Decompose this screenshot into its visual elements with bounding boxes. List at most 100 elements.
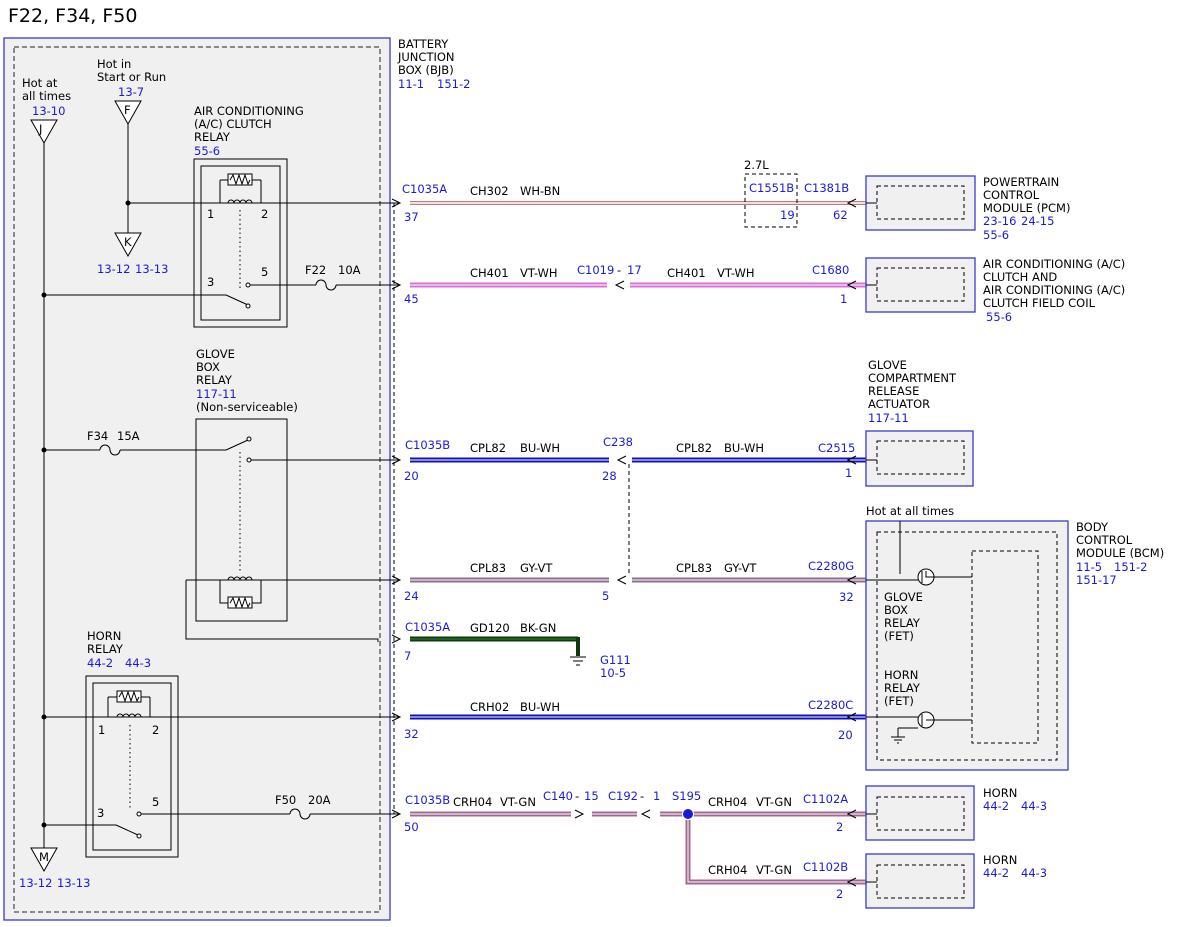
pcm-ref-2: 24-15 (1021, 214, 1054, 228)
wire1-conn-right: C1381B (804, 181, 849, 195)
wire3-inline-conn: C238 (603, 435, 633, 449)
arrow (616, 455, 627, 465)
bjb-ref-1: 11-1 (398, 77, 424, 91)
horn2-ref-2: 44-3 (1021, 866, 1047, 880)
ac-relay-pin5: 5 (261, 265, 268, 279)
arrow (391, 198, 402, 208)
ac-clutch-box (865, 257, 976, 313)
bcm-ground-icon (891, 728, 905, 744)
ac-relay-contact-5 (245, 282, 251, 288)
ac-relay-pin1: 1 (207, 207, 214, 221)
wire7-pin-right: 2 (836, 820, 843, 834)
wire4-color-a: GY-VT (520, 561, 553, 575)
pcm-ref-1: 23-16 (983, 214, 1016, 228)
wire6-color: BU-WH (520, 700, 560, 714)
junction-dot (41, 447, 47, 453)
pin-k-triangle (114, 232, 142, 258)
ac-relay-label-3: RELAY (194, 130, 231, 144)
arrow (614, 280, 625, 290)
wire7-dash-1: - (575, 789, 579, 803)
glove-relay-label-2: BOX (196, 360, 220, 374)
horn1-ref-2: 44-3 (1021, 799, 1047, 813)
wire2-color-a: VT-WH (520, 266, 558, 280)
arrow (391, 575, 402, 585)
horn-relay-label-1: HORN (87, 629, 121, 643)
fuse-f22-icon (315, 279, 337, 291)
wire2-dash: - (617, 263, 621, 277)
wire3-circuit-b: CPL82 (676, 441, 712, 455)
pcm-label-2: CONTROL (983, 188, 1040, 202)
wire1-pin-left: 37 (404, 210, 419, 224)
wire4-circuit-b: CPL83 (676, 561, 712, 575)
wire1-color: WH-BN (520, 184, 560, 198)
ac-relay-inner (200, 165, 281, 321)
horn-relay-contact-3 (136, 833, 142, 839)
wire4-pin-right: 32 (839, 590, 854, 604)
horn-relay-label-2: RELAY (87, 642, 124, 656)
engine-option-box (744, 173, 798, 228)
fuse-f34-icon (99, 444, 121, 456)
wire8-conn-right: C1102B (803, 860, 848, 874)
wire1-engine: 2.7L (744, 158, 769, 172)
fuse-f50-amp: 20A (308, 793, 331, 807)
wire3-conn-left: C1035B (405, 438, 450, 452)
hot-all-ref: 13-10 (32, 104, 65, 118)
arrow (846, 455, 857, 465)
glove-relay-contact-b (246, 457, 252, 463)
page-title: F22, F34, F50 (8, 5, 137, 27)
wire7-circuit-b: CRH04 (708, 795, 747, 809)
wire8-circuit: CRH04 (708, 863, 747, 877)
wire6-pin-right: 20 (838, 728, 853, 742)
wire4-inline-pin: 5 (602, 589, 609, 603)
pcm-label-1: POWERTRAIN (983, 175, 1059, 189)
wire5-conn-left: C1035A (405, 620, 450, 634)
wire5-pin-left: 7 (404, 649, 411, 663)
horn2-label: HORN (983, 853, 1017, 867)
glove-actuator-ref: 117-11 (868, 411, 909, 425)
bcm-glove-label-1: GLOVE (884, 590, 923, 604)
fuse-f50-icon (289, 808, 311, 820)
arrow (846, 575, 857, 585)
arrow (391, 712, 402, 722)
bcm-ref-1: 11-5 (1076, 560, 1102, 574)
wire3-pin-right: 1 (845, 466, 852, 480)
junction-dot (41, 292, 47, 298)
hot-all-label-2: all times (22, 89, 71, 103)
wire2-conn-right: C1680 (812, 263, 849, 277)
wire7-conn-left: C1035B (405, 793, 450, 807)
glove-relay-contact-a (246, 436, 252, 442)
glove-actuator-inner (876, 440, 965, 475)
ac-relay-contact-3 (245, 303, 251, 309)
arrow (846, 877, 857, 887)
arrow (391, 280, 402, 290)
ac-relay-resistor-leads (219, 179, 262, 203)
pin-f-label: F (124, 103, 131, 117)
fuse-f50-name: F50 (275, 793, 296, 807)
wire8-pin-right: 2 (836, 887, 843, 901)
glove-actuator-box (865, 430, 974, 487)
horn-relay-ref-2: 44-3 (125, 656, 151, 670)
glove-actuator-label-4: ACTUATOR (868, 397, 930, 411)
hot-start-label-1: Hot in (97, 57, 131, 71)
horn-relay-resistor-leads (107, 696, 151, 717)
wire7-c192: C192 (608, 789, 638, 803)
wire1-pin-right: 62 (833, 208, 848, 222)
glove-fet-leads (921, 571, 972, 583)
bcm-logic (971, 550, 1039, 744)
bjb-label-3: BOX (BJB) (398, 63, 454, 77)
bcm-horn-label-3: (FET) (884, 694, 914, 708)
pin-f-triangle (114, 100, 142, 126)
bcm-glove-label-2: BOX (884, 603, 908, 617)
arrow (846, 809, 857, 819)
bjb-box (3, 37, 391, 921)
horn-relay-pin2: 2 (152, 723, 159, 737)
horn-relay-pin1: 1 (98, 723, 105, 737)
horn-relay-contact-5 (136, 811, 142, 817)
wire3-color-a: BU-WH (520, 441, 560, 455)
ac-clutch-label-3: AIR CONDITIONING (A/C) (983, 283, 1125, 297)
arrow (640, 809, 651, 819)
horn1-inner (876, 796, 965, 831)
fuse-f34-name: F34 (87, 429, 108, 443)
bcm-glove-label-3: RELAY (884, 616, 921, 630)
